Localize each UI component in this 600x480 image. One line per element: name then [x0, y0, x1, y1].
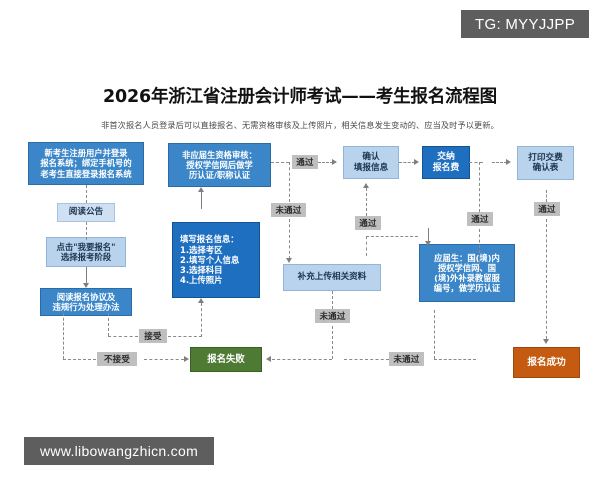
connector-reject-run2 — [144, 359, 184, 360]
connector-accept-run2 — [168, 336, 202, 337]
page-title: 2026年浙江省注册会计师考试——考生报名流程图 — [103, 87, 497, 107]
edge-label-pass-pay: 通过 — [467, 212, 493, 226]
connector-accept-run — [108, 336, 138, 337]
connector-print-down — [546, 190, 547, 202]
node-print-receipt[interactable]: 打印交费 确认表 — [517, 146, 574, 180]
connector-fresh-pass-up2 — [366, 188, 367, 216]
edge-label-pass-audit-top: 通过 — [292, 155, 318, 169]
node-supplement[interactable]: 补充上传相关资料 — [283, 264, 381, 291]
connector-audit-right — [271, 162, 289, 163]
page-subtitle: 非首次报名人员登录后可以直接报名、无需资格审核及上传照片，相关信息发生变动的、应… — [101, 120, 499, 130]
connector-reject-run — [63, 359, 96, 360]
arrowhead-pass-to-confirm — [332, 158, 337, 165]
connector-agreement-reject-stub — [63, 313, 64, 359]
connector-supplement-to-failed — [272, 359, 332, 360]
arrowhead-accept-to-fill — [197, 298, 204, 303]
connector-apply-to-agreement — [86, 267, 87, 285]
node-signup-failed[interactable]: 报名失败 — [190, 347, 262, 372]
arrowhead-print-to-success — [542, 339, 549, 344]
connector-pay-to-print2 — [492, 162, 507, 163]
connector-fail-to-supplement — [289, 219, 290, 259]
connector-supplement-down — [332, 291, 333, 309]
node-confirm-info[interactable]: 确认 填报信息 — [343, 146, 399, 179]
arrowhead-pay-to-print — [506, 158, 511, 165]
node-fill-info[interactable]: 填写报名信息： 1.选择考区 2.填写个人信息 3.选择科目 4.上传照片 — [172, 222, 260, 298]
node-read-agreement[interactable]: 阅读报名协议及 违规行为处理办法 — [40, 288, 132, 316]
connector-fresh-fail-run — [434, 359, 476, 360]
edge-label-fail-supplement: 未通过 — [315, 309, 350, 323]
arrowhead-apply-to-agreement — [82, 283, 89, 288]
arrowhead-confirm-to-pay — [414, 158, 419, 165]
node-non-fresh-audit[interactable]: 非应届生资格审核： 授权学信网后做学 历认证/职称认证 — [168, 143, 271, 187]
connector-accept-up — [201, 303, 202, 337]
arrowhead-supplement-to-failed — [266, 355, 271, 362]
edge-label-pass-fresh: 通过 — [355, 216, 381, 230]
connector-notice-to-apply — [86, 222, 87, 240]
connector-pass-to-confirm — [318, 162, 333, 163]
connector-fill-to-audit — [201, 192, 202, 209]
edge-label-fail-fresh: 未通过 — [389, 352, 424, 366]
node-register[interactable]: 新考生注册用户并登录 报名系统；绑定手机号的 老考生直接登录报名系统 — [28, 142, 144, 185]
watermark-top: TG: MYYJJPP — [461, 10, 589, 38]
connector-into-fresh — [428, 228, 429, 242]
node-read-notice[interactable]: 阅读公告 — [57, 203, 115, 222]
connector-fresh-fail-down — [434, 310, 435, 359]
node-pay-fee[interactable]: 交纳 报名费 — [422, 146, 470, 179]
connector-fresh-fail-run2 — [344, 359, 389, 360]
edge-label-pass-print: 通过 — [534, 202, 560, 216]
node-click-apply[interactable]: 点击"我要报名" 选择报考阶段 — [46, 237, 126, 267]
edge-label-fail-audit-top: 未通过 — [271, 203, 306, 217]
arrowhead-reject-to-failed — [184, 355, 189, 362]
edge-label-reject-agreement: 不接受 — [97, 352, 137, 366]
connector-fresh-pass-up — [366, 236, 367, 256]
connector-register-to-notice — [86, 185, 87, 203]
connector-fresh-pass-run — [366, 236, 418, 237]
arrowhead-fail-to-supplement — [285, 258, 292, 263]
arrowhead-into-fresh — [424, 241, 431, 246]
connector-pay-to-print — [469, 162, 483, 163]
edge-label-accept-agreement: 接受 — [139, 329, 167, 343]
connector-confirm-to-pay — [399, 162, 415, 163]
node-signup-success[interactable]: 报名成功 — [513, 347, 580, 378]
node-fresh-grad[interactable]: 应届生：国(境)内 授权学信网、国 (境)外补录教留服 编号，做学历认证 — [419, 244, 515, 302]
connector-supplement-down2 — [332, 326, 333, 359]
connector-agreement-accept-stub — [108, 313, 109, 336]
connector-pay-down-branch — [479, 162, 480, 212]
connector-print-down2 — [546, 219, 547, 339]
connector-audit-fail-down — [289, 162, 290, 202]
arrowhead-fresh-to-confirm — [362, 183, 369, 188]
watermark-bottom: www.libowangzhicn.com — [24, 437, 215, 465]
arrowhead-fill-to-audit — [197, 187, 204, 192]
connector-pay-down-branch2 — [479, 229, 480, 269]
